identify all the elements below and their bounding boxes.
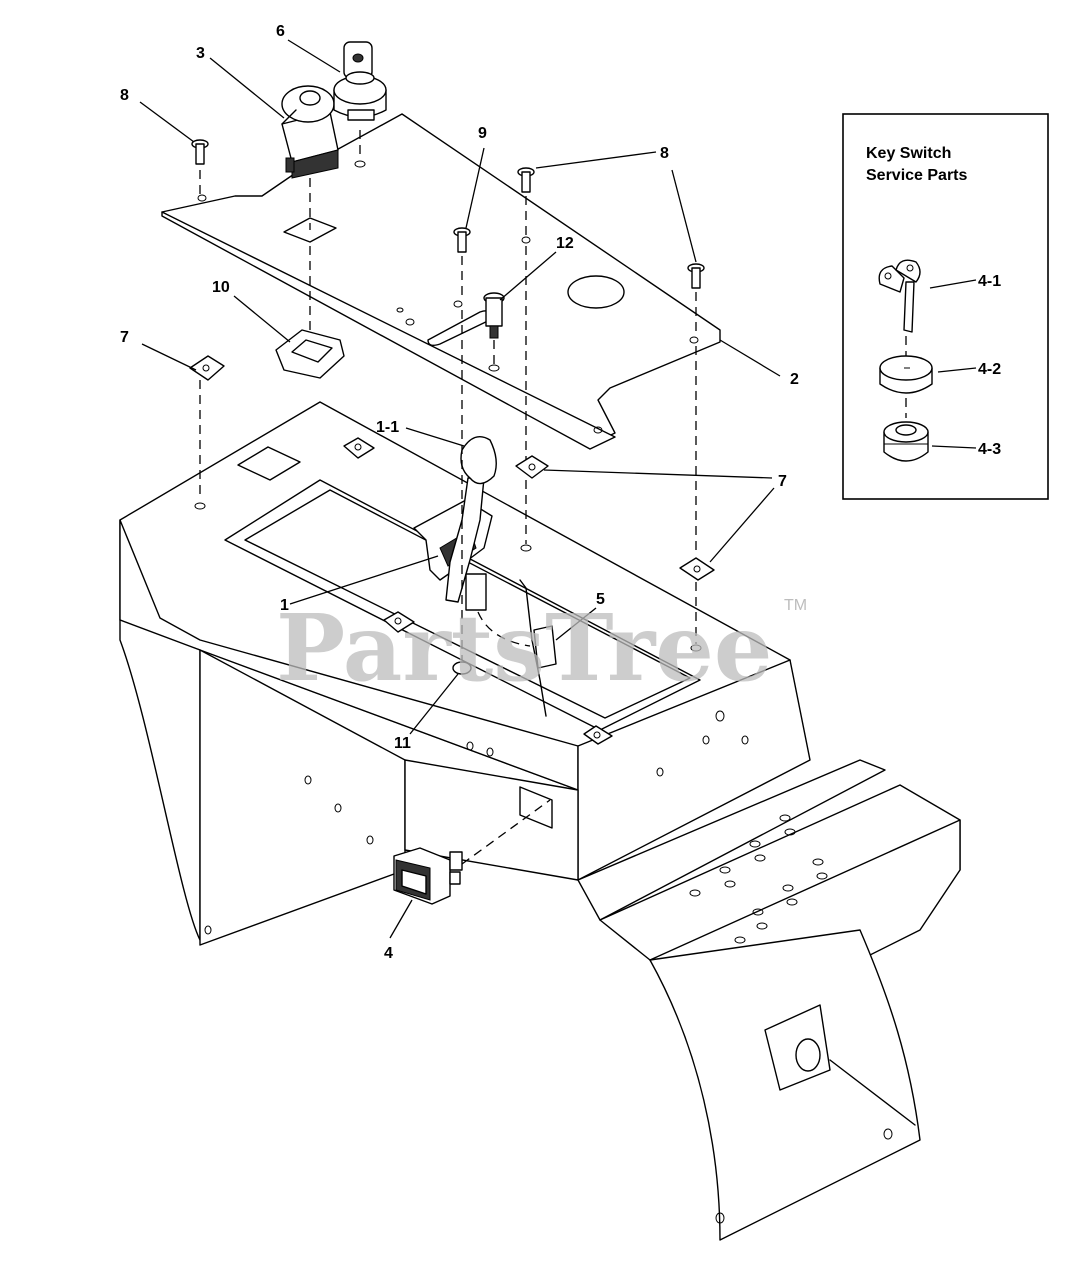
throttle-lever — [413, 436, 497, 611]
callout-12: 12 — [556, 235, 574, 252]
inset-title-line2: Service Parts — [866, 167, 968, 184]
key-switch — [333, 41, 387, 168]
callout-5: 5 — [596, 591, 605, 608]
screw — [687, 263, 705, 289]
clip-nut — [383, 611, 415, 633]
inset-label-4-2: 4-2 — [978, 361, 1001, 378]
rocker-switch — [393, 847, 463, 905]
clip-nut — [189, 355, 225, 381]
callout-10: 10 — [212, 279, 230, 296]
cable — [477, 579, 557, 717]
bezel — [275, 329, 345, 379]
callout-9: 9 — [478, 125, 487, 142]
screw — [517, 167, 535, 193]
indicator-light — [483, 292, 505, 372]
footplate-holes — [689, 814, 828, 944]
callout-6: 4 — [384, 945, 393, 962]
clip-nut — [343, 437, 375, 459]
callout-8: 8 — [120, 87, 129, 104]
nut — [452, 661, 472, 675]
leader-lines — [139, 39, 781, 939]
callout-7: 7 — [120, 329, 129, 346]
callout-3: 3 — [196, 45, 205, 62]
pto-switch — [281, 85, 339, 179]
callout-labels: 6 3 8 9 8 12 10 7 2 1-1 7 1 5 11 4 — [120, 23, 799, 962]
callout-11: 11 — [394, 735, 411, 752]
clip-nut — [515, 455, 549, 479]
clip-nut — [679, 557, 715, 581]
watermark: PartsTree TM — [276, 594, 807, 702]
keys-part — [878, 259, 921, 333]
inset-label-4-1: 4-1 — [978, 273, 1001, 290]
screw — [191, 139, 209, 165]
cap-part — [879, 355, 933, 394]
callout-1: 1 — [280, 597, 289, 614]
clip-nut — [583, 725, 613, 745]
nut-part — [883, 421, 929, 462]
callout-8: 8 — [660, 145, 669, 162]
callout-4: 6 — [276, 23, 285, 40]
chassis-frame — [119, 401, 961, 1241]
watermark-text: PartsTree — [276, 594, 772, 702]
inset-title-line1: Key Switch — [866, 145, 951, 162]
callout-7: 7 — [778, 473, 787, 490]
screw — [453, 227, 471, 253]
control-panel-plate — [161, 113, 721, 450]
callout-2: 2 — [790, 371, 799, 388]
callout-1-1: 1-1 — [376, 419, 399, 436]
inset-label-4-3: 4-3 — [978, 441, 1001, 458]
alignment-lines — [199, 130, 697, 865]
key-switch-inset: Key Switch Service Parts 4-1 4- — [842, 113, 1049, 500]
watermark-trademark: TM — [784, 597, 807, 614]
